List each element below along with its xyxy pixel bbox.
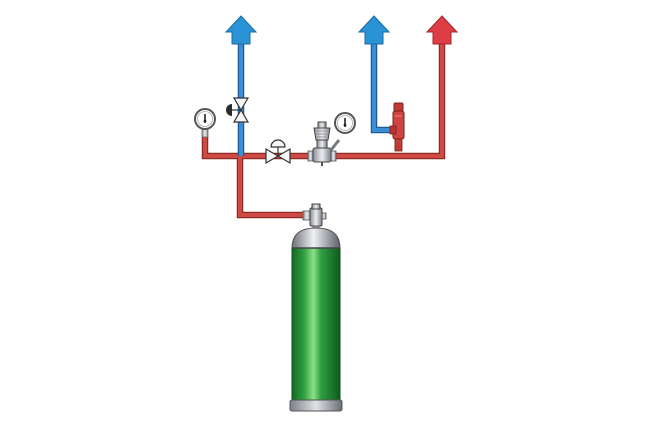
gas-cylinder <box>289 227 343 412</box>
isolation-valve <box>265 139 291 165</box>
outlet-arrow-left <box>224 15 258 45</box>
outlet-arrow-middle <box>357 15 391 45</box>
pressure-gauge-right <box>329 112 356 151</box>
pressure-regulator <box>307 121 337 166</box>
cylinder-valve <box>302 203 327 231</box>
pressure-gauge-left <box>194 108 216 138</box>
relief-valve <box>389 102 405 152</box>
shutoff-valve-vertical <box>226 97 250 123</box>
outlet-arrow-right <box>425 15 459 45</box>
